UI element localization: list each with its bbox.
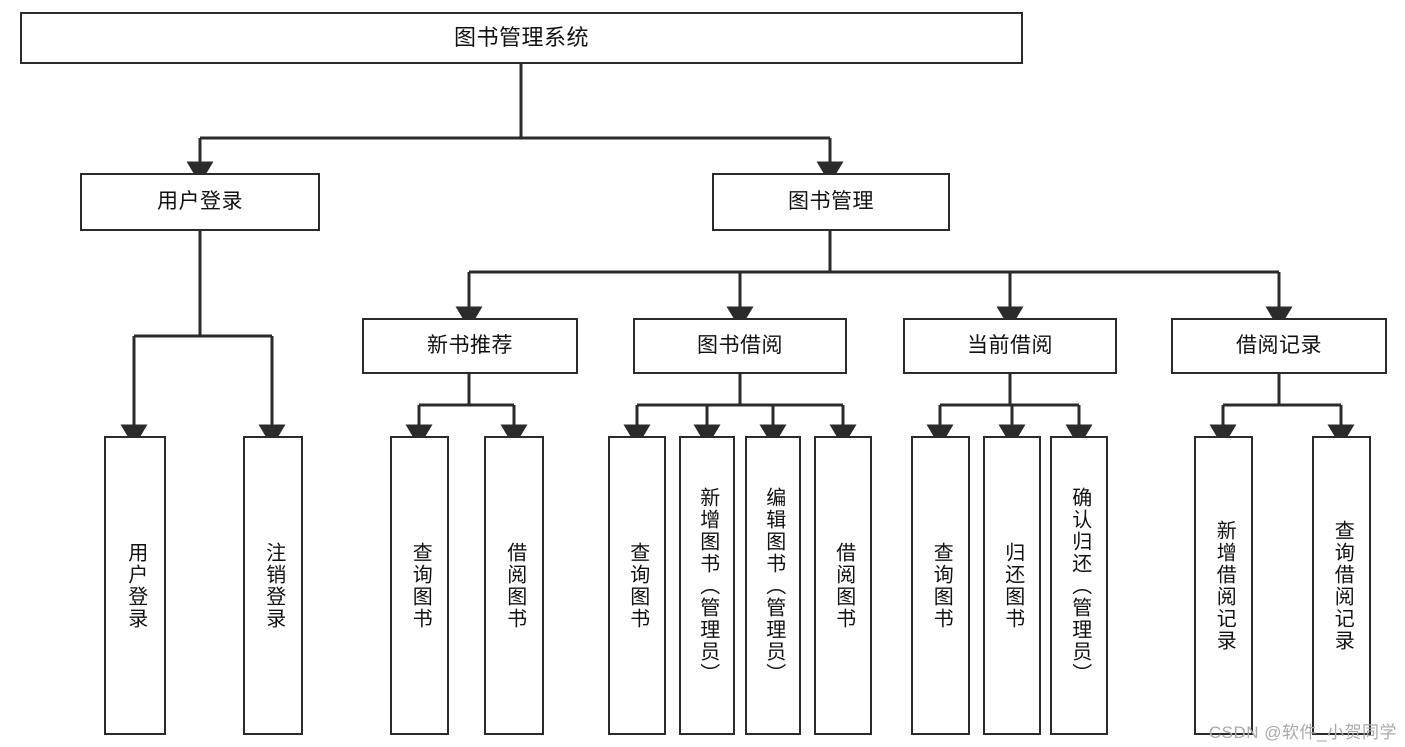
node-user-login-label: 用户登录 (157, 189, 243, 213)
node-confirm-return-admin[interactable]: 确认归还（管理员） (1050, 436, 1108, 735)
node-confirm-return-admin-label: 确认归还（管理员） (1068, 486, 1091, 685)
node-add-book-admin[interactable]: 新增图书（管理员） (679, 436, 735, 735)
node-borrow-book-2-label: 借阅图书 (832, 541, 855, 630)
node-query-book-1[interactable]: 查询图书 (390, 436, 449, 735)
node-current-borrow-label: 当前借阅 (967, 333, 1053, 357)
node-user-logout[interactable]: 注销登录 (243, 436, 303, 735)
node-add-book-admin-label: 新增图书（管理员） (696, 486, 719, 685)
node-query-book-2[interactable]: 查询图书 (608, 436, 666, 735)
node-user-login-do-label: 用户登录 (124, 541, 147, 630)
node-new-book-recommend[interactable]: 新书推荐 (362, 318, 578, 374)
node-root-label: 图书管理系统 (453, 25, 589, 51)
node-return-book-label: 归还图书 (1001, 541, 1024, 630)
node-book-borrow-label: 图书借阅 (697, 333, 783, 357)
node-borrow-book-1-label: 借阅图书 (503, 541, 526, 630)
node-borrow-book-2[interactable]: 借阅图书 (814, 436, 872, 735)
node-query-borrow-record-label: 查询借阅记录 (1331, 519, 1354, 652)
node-query-book-3-label: 查询图书 (930, 541, 953, 630)
node-book-manage[interactable]: 图书管理 (712, 173, 950, 231)
node-user-login-do[interactable]: 用户登录 (104, 436, 166, 735)
node-query-book-2-label: 查询图书 (626, 541, 649, 630)
node-query-book-1-label: 查询图书 (409, 541, 432, 630)
watermark: CSDN @软件_小贺同学 (1208, 723, 1397, 742)
node-borrow-record-label: 借阅记录 (1236, 333, 1322, 357)
node-edit-book-admin[interactable]: 编辑图书（管理员） (745, 436, 801, 735)
node-borrow-book-1[interactable]: 借阅图书 (484, 436, 544, 735)
node-query-book-3[interactable]: 查询图书 (911, 436, 970, 735)
node-user-logout-label: 注销登录 (262, 541, 285, 630)
node-new-book-recommend-label: 新书推荐 (427, 333, 513, 357)
node-book-manage-label: 图书管理 (788, 189, 874, 213)
node-edit-book-admin-label: 编辑图书（管理员） (762, 486, 785, 685)
node-current-borrow[interactable]: 当前借阅 (903, 318, 1117, 374)
node-user-login[interactable]: 用户登录 (80, 173, 320, 231)
node-book-borrow[interactable]: 图书借阅 (633, 318, 847, 374)
node-return-book[interactable]: 归还图书 (983, 436, 1041, 735)
node-borrow-record[interactable]: 借阅记录 (1171, 318, 1387, 374)
node-query-borrow-record[interactable]: 查询借阅记录 (1312, 436, 1371, 735)
node-add-borrow-record-label: 新增借阅记录 (1213, 519, 1236, 652)
node-add-borrow-record[interactable]: 新增借阅记录 (1194, 436, 1253, 735)
node-root[interactable]: 图书管理系统 (20, 12, 1023, 64)
